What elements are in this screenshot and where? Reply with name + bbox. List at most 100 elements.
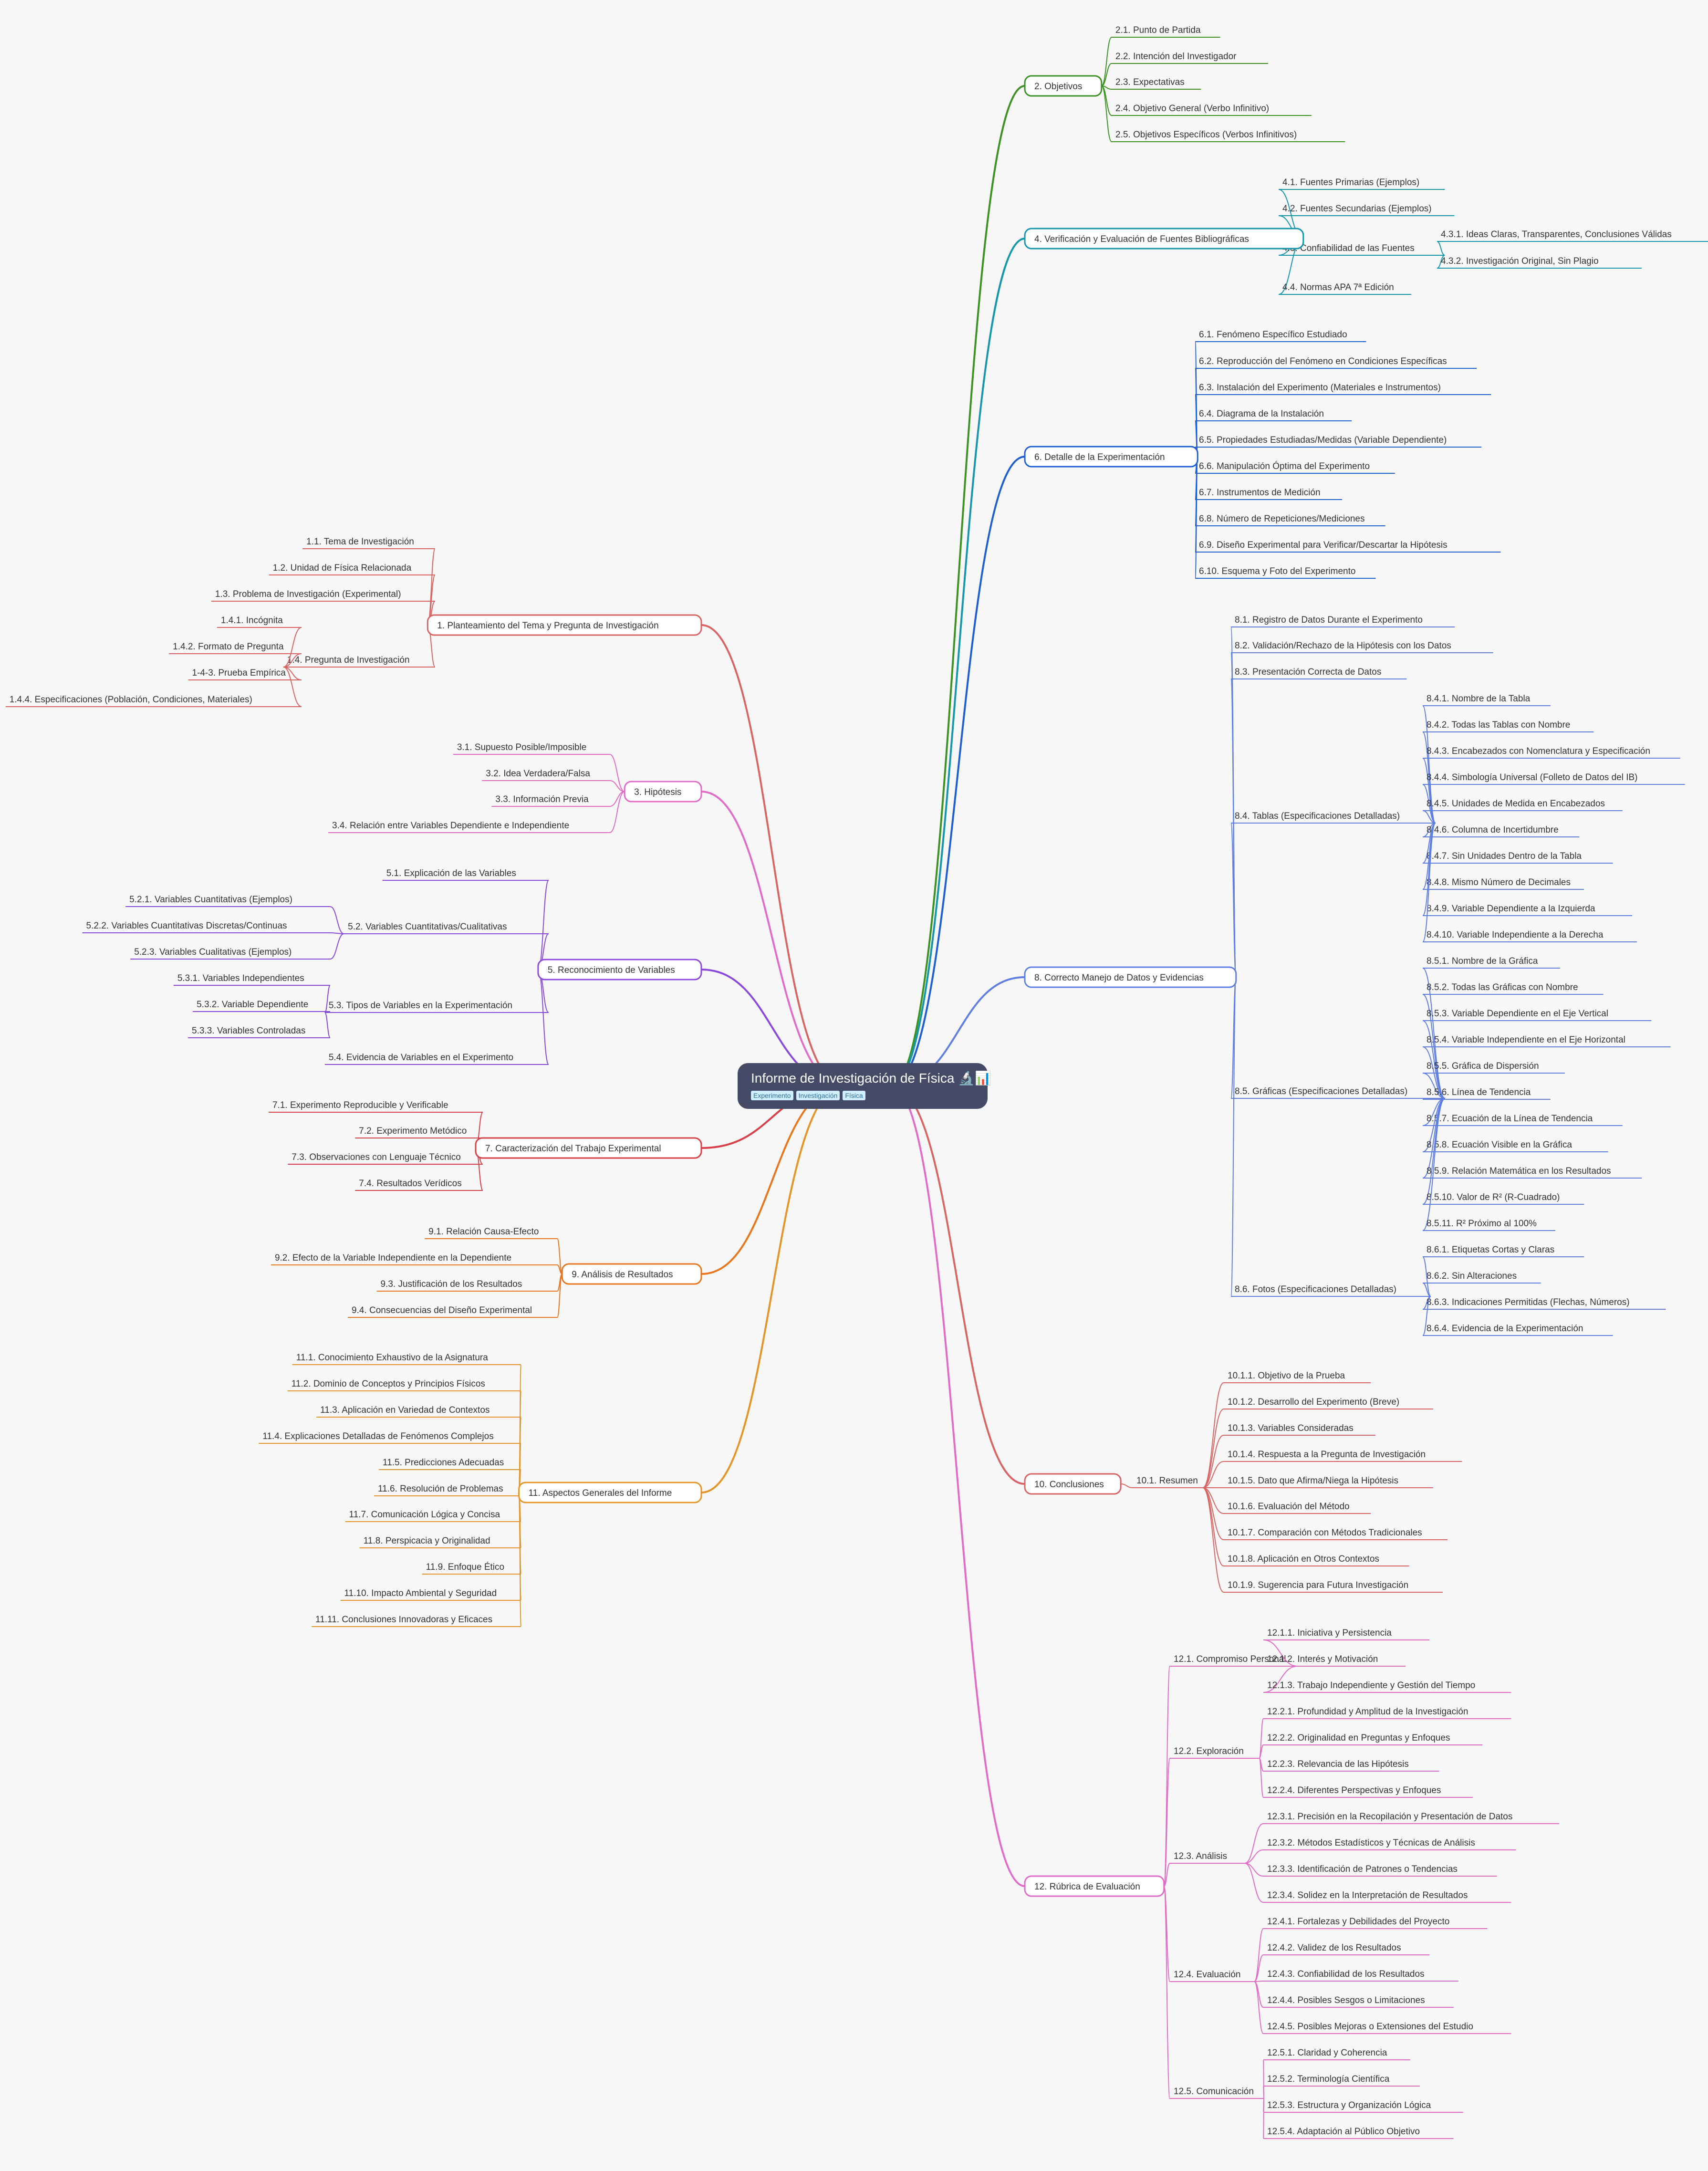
node-12-2-1-profundidad-y-amplitud-de-la-inve[interactable]: 12.2.1. Profundidad y Amplitud de la Inv… xyxy=(1263,1707,1511,1719)
node-12-2-exploracion[interactable]: 12.2. Exploración xyxy=(1170,1746,1260,1759)
node-8-5-3-variable-dependiente-en-el-eje-ver[interactable]: 8.5.3. Variable Dependiente en el Eje Ve… xyxy=(1423,1009,1652,1021)
node-3-1-supuesto-posible-imposible[interactable]: 3.1. Supuesto Posible/Imposible xyxy=(453,742,610,755)
node-7-2-experimento-metodico[interactable]: 7.2. Experimento Metódico xyxy=(355,1126,483,1138)
node-11-2-dominio-de-conceptos-y-principios-f[interactable]: 11.2. Dominio de Conceptos y Principios … xyxy=(287,1379,521,1391)
node-10-1-4-respuesta-a-la-pregunta-de-invest[interactable]: 10.1.4. Respuesta a la Pregunta de Inves… xyxy=(1224,1450,1462,1462)
node-10-1-1-objetivo-de-la-prueba[interactable]: 10.1.1. Objetivo de la Prueba xyxy=(1224,1371,1371,1383)
node-8-4-2-todas-las-tablas-con-nombre[interactable]: 8.4.2. Todas las Tablas con Nombre xyxy=(1423,720,1594,732)
node-12-5-4-adaptacion-al-publico-objetivo[interactable]: 12.5.4. Adaptación al Público Objetivo xyxy=(1263,2127,1454,2139)
node-6-10-esquema-y-foto-del-experimento[interactable]: 6.10. Esquema y Foto del Experimento xyxy=(1195,566,1376,579)
node-8-6-1-etiquetas-cortas-y-claras[interactable]: 8.6.1. Etiquetas Cortas y Claras xyxy=(1423,1245,1584,1257)
node-1-3-problema-de-investigacion-experiment[interactable]: 1.3. Problema de Investigación (Experime… xyxy=(211,589,435,602)
tag-experimento[interactable]: Experimento xyxy=(751,1091,793,1100)
node-10-1-resumen[interactable]: 10.1. Resumen xyxy=(1133,1476,1203,1488)
node-12-4-evaluacion[interactable]: 12.4. Evaluación xyxy=(1170,1970,1255,1982)
node-5-2-variables-cuantitativas-cualitativas[interactable]: 5.2. Variables Cuantitativas/Cualitativa… xyxy=(344,922,549,934)
node-12-3-1-precision-en-la-recopilacion-y-pr[interactable]: 12.3.1. Precisión en la Recopilación y P… xyxy=(1263,1812,1560,1824)
node-12-4-2-validez-de-los-resultados[interactable]: 12.4.2. Validez de los Resultados xyxy=(1263,1943,1430,1955)
branch-node-9-analisis-de-resultados[interactable]: 9. Análisis de Resultados xyxy=(561,1263,702,1285)
node-12-3-4-solidez-en-la-interpretacion-de-r[interactable]: 12.3.4. Solidez en la Interpretación de … xyxy=(1263,1890,1511,1903)
node-4-3-confiabilidad-de-las-fuentes[interactable]: 4.3. Confiabilidad de las Fuentes xyxy=(1279,243,1445,256)
node-5-3-tipos-de-variables-en-la-experimenta[interactable]: 5.3. Tipos de Variables en la Experiment… xyxy=(324,1001,549,1013)
node-10-1-9-sugerencia-para-futura-investigac[interactable]: 10.1.9. Sugerencia para Futura Investiga… xyxy=(1224,1580,1443,1593)
node-12-2-2-originalidad-en-preguntas-y-enfoq[interactable]: 12.2.2. Originalidad en Preguntas y Enfo… xyxy=(1263,1733,1483,1745)
node-8-4-7-sin-unidades-dentro-de-la-tabla[interactable]: 8.4.7. Sin Unidades Dentro de la Tabla xyxy=(1423,851,1613,864)
node-3-4-relacion-entre-variables-dependiente[interactable]: 3.4. Relación entre Variables Dependient… xyxy=(328,821,610,833)
node-8-4-1-nombre-de-la-tabla[interactable]: 8.4.1. Nombre de la Tabla xyxy=(1423,694,1551,706)
tag-fisica[interactable]: Física xyxy=(843,1091,865,1100)
node-6-9-diseno-experimental-para-verificar-d[interactable]: 6.9. Diseño Experimental para Verificar/… xyxy=(1195,540,1501,553)
node-2-5-objetivos-especificos-verbos-infinit[interactable]: 2.5. Objetivos Específicos (Verbos Infin… xyxy=(1112,130,1345,142)
node-8-4-4-simbologia-universal-folleto-de-da[interactable]: 8.4.4. Simbología Universal (Folleto de … xyxy=(1423,772,1685,785)
node-8-4-8-mismo-numero-de-decimales[interactable]: 8.4.8. Mismo Número de Decimales xyxy=(1423,877,1584,890)
node-4-3-2-investigacion-original-sin-plagio[interactable]: 4.3.2. Investigación Original, Sin Plagi… xyxy=(1437,256,1642,269)
node-3-3-informacion-previa[interactable]: 3.3. Información Previa xyxy=(491,794,610,807)
node-10-1-2-desarrollo-del-experimento-breve[interactable]: 10.1.2. Desarrollo del Experimento (Brev… xyxy=(1224,1397,1433,1409)
node-6-3-instalacion-del-experimento-material[interactable]: 6.3. Instalación del Experimento (Materi… xyxy=(1195,383,1491,395)
node-8-5-7-ecuacion-de-la-linea-de-tendencia[interactable]: 8.5.7. Ecuación de la Línea de Tendencia xyxy=(1423,1114,1623,1126)
node-8-5-8-ecuacion-visible-en-la-grafica[interactable]: 8.5.8. Ecuación Visible en la Gráfica xyxy=(1423,1140,1608,1152)
node-5-2-1-variables-cuantitativas-ejemplos[interactable]: 5.2.1. Variables Cuantitativas (Ejemplos… xyxy=(125,895,330,907)
node-8-4-6-columna-de-incertidumbre[interactable]: 8.4.6. Columna de Incertidumbre xyxy=(1423,825,1580,837)
node-5-2-2-variables-cuantitativas-discretas-[interactable]: 5.2.2. Variables Cuantitativas Discretas… xyxy=(82,921,331,933)
node-7-4-resultados-veridicos[interactable]: 7.4. Resultados Verídicos xyxy=(355,1179,483,1191)
node-12-1-2-interes-y-motivacion[interactable]: 12.1.2. Interés y Motivación xyxy=(1263,1654,1406,1667)
node-7-1-experimento-reproducible-y-verificab[interactable]: 7.1. Experimento Reproducible y Verifica… xyxy=(268,1100,483,1113)
node-12-4-1-fortalezas-y-debilidades-del-proy[interactable]: 12.4.1. Fortalezas y Debilidades del Pro… xyxy=(1263,1917,1488,1929)
node-4-2-fuentes-secundarias-ejemplos[interactable]: 4.2. Fuentes Secundarias (Ejemplos) xyxy=(1279,204,1455,216)
node-8-4-10-variable-independiente-a-la-derec[interactable]: 8.4.10. Variable Independiente a la Dere… xyxy=(1423,930,1637,942)
node-5-3-1-variables-independientes[interactable]: 5.3.1. Variables Independientes xyxy=(173,973,330,986)
node-6-5-propiedades-estudiadas-medidas-varia[interactable]: 6.5. Propiedades Estudiadas/Medidas (Var… xyxy=(1195,435,1482,448)
branch-node-8-correcto-manejo-de-datos-y-evidencias[interactable]: 8. Correcto Manejo de Datos y Evidencias xyxy=(1024,966,1237,988)
node-8-5-10-valor-de-r-r-cuadrado[interactable]: 8.5.10. Valor de R² (R-Cuadrado) xyxy=(1423,1192,1584,1205)
node-8-1-registro-de-datos-durante-el-experim[interactable]: 8.1. Registro de Datos Durante el Experi… xyxy=(1231,615,1455,627)
node-8-2-validacion-rechazo-de-la-hipotesis-c[interactable]: 8.2. Validación/Rechazo de la Hipótesis … xyxy=(1231,641,1493,653)
node-2-3-expectativas[interactable]: 2.3. Expectativas xyxy=(1112,77,1201,90)
node-6-7-instrumentos-de-medicion[interactable]: 6.7. Instrumentos de Medición xyxy=(1195,488,1343,500)
node-12-3-2-metodos-estadisticos-y-tecnicas-d[interactable]: 12.3.2. Métodos Estadísticos y Técnicas … xyxy=(1263,1838,1516,1850)
node-10-1-6-evaluacion-del-metodo[interactable]: 10.1.6. Evaluación del Método xyxy=(1224,1502,1371,1514)
node-5-1-explicacion-de-las-variables[interactable]: 5.1. Explicación de las Variables xyxy=(382,868,549,881)
branch-node-1-planteamiento-del-tema-y-pregunta-de-i[interactable]: 1. Planteamiento del Tema y Pregunta de … xyxy=(427,614,702,636)
node-11-9-enfoque-etico[interactable]: 11.9. Enfoque Ético xyxy=(422,1562,521,1575)
node-8-5-1-nombre-de-la-grafica[interactable]: 8.5.1. Nombre de la Gráfica xyxy=(1423,956,1560,969)
node-8-5-4-variable-independiente-en-el-eje-h[interactable]: 8.5.4. Variable Independiente en el Eje … xyxy=(1423,1035,1671,1047)
node-6-4-diagrama-de-la-instalacion[interactable]: 6.4. Diagrama de la Instalación xyxy=(1195,409,1352,421)
node-12-1-1-iniciativa-y-persistencia[interactable]: 12.1.1. Iniciativa y Persistencia xyxy=(1263,1628,1430,1640)
node-8-5-5-grafica-de-dispersion[interactable]: 8.5.5. Gráfica de Dispersión xyxy=(1423,1061,1565,1074)
node-10-1-5-dato-que-afirma-niega-la-hipotesi[interactable]: 10.1.5. Dato que Afirma/Niega la Hipótes… xyxy=(1224,1476,1433,1488)
node-8-6-2-sin-alteraciones[interactable]: 8.6.2. Sin Alteraciones xyxy=(1423,1271,1541,1284)
node-10-1-3-variables-consideradas[interactable]: 10.1.3. Variables Consideradas xyxy=(1224,1423,1376,1436)
branch-node-4-verificacion-y-evaluacion-de-fuentes-b[interactable]: 4. Verificación y Evaluación de Fuentes … xyxy=(1024,228,1304,250)
branch-node-6-detalle-de-la-experimentacion[interactable]: 6. Detalle de la Experimentación xyxy=(1024,446,1198,468)
node-1-4-4-especificaciones-poblacion-condici[interactable]: 1.4.4. Especificaciones (Población, Cond… xyxy=(5,695,302,707)
node-11-6-resolucion-de-problemas[interactable]: 11.6. Resolución de Problemas xyxy=(374,1484,521,1496)
node-8-4-5-unidades-de-medida-en-encabezados[interactable]: 8.4.5. Unidades de Medida en Encabezados xyxy=(1423,799,1623,811)
node-12-1-3-trabajo-independiente-y-gestion-d[interactable]: 12.1.3. Trabajo Independiente y Gestión … xyxy=(1263,1680,1511,1693)
tag-investigacion[interactable]: Investigación xyxy=(796,1091,840,1100)
branch-node-7-caracterizacion-del-trabajo-experiment[interactable]: 7. Caracterización del Trabajo Experimen… xyxy=(475,1137,702,1159)
node-5-3-3-variables-controladas[interactable]: 5.3.3. Variables Controladas xyxy=(188,1026,330,1038)
node-1-1-tema-de-investigacion[interactable]: 1.1. Tema de Investigación xyxy=(302,537,435,549)
node-11-10-impacto-ambiental-y-seguridad[interactable]: 11.10. Impacto Ambiental y Seguridad xyxy=(340,1588,521,1601)
node-5-3-2-variable-dependiente[interactable]: 5.3.2. Variable Dependiente xyxy=(193,1000,330,1012)
node-4-3-1-ideas-claras-transparentes-conclus[interactable]: 4.3.1. Ideas Claras, Transparentes, Conc… xyxy=(1437,230,1708,242)
node-10-1-7-comparacion-con-metodos-tradicion[interactable]: 10.1.7. Comparación con Métodos Tradicio… xyxy=(1224,1528,1448,1540)
node-11-5-predicciones-adecuadas[interactable]: 11.5. Predicciones Adecuadas xyxy=(379,1458,521,1470)
node-6-6-manipulacion-optima-del-experimento[interactable]: 6.6. Manipulación Óptima del Experimento xyxy=(1195,461,1395,474)
node-9-2-efecto-de-la-variable-independiente-[interactable]: 9.2. Efecto de la Variable Independiente… xyxy=(271,1253,557,1265)
node-8-4-3-encabezados-con-nomenclatura-y-esp[interactable]: 8.4.3. Encabezados con Nomenclatura y Es… xyxy=(1423,746,1680,759)
node-8-5-11-r-proximo-al-100[interactable]: 8.5.11. R² Próximo al 100% xyxy=(1423,1219,1555,1231)
node-6-8-numero-de-repeticiones-mediciones[interactable]: 6.8. Número de Repeticiones/Mediciones xyxy=(1195,514,1385,526)
node-8-3-presentacion-correcta-de-datos[interactable]: 8.3. Presentación Correcta de Datos xyxy=(1231,667,1407,679)
node-3-2-idea-verdadera-falsa[interactable]: 3.2. Idea Verdadera/Falsa xyxy=(482,769,610,781)
node-11-7-comunicacion-logica-y-concisa[interactable]: 11.7. Comunicación Lógica y Concisa xyxy=(345,1510,521,1522)
node-9-1-relacion-causa-efecto[interactable]: 9.1. Relación Causa-Efecto xyxy=(425,1227,557,1239)
node-4-1-fuentes-primarias-ejemplos[interactable]: 4.1. Fuentes Primarias (Ejemplos) xyxy=(1279,177,1445,190)
node-12-5-3-estructura-y-organizacion-logica[interactable]: 12.5.3. Estructura y Organización Lógica xyxy=(1263,2100,1463,2113)
node-12-5-1-claridad-y-coherencia[interactable]: 12.5.1. Claridad y Coherencia xyxy=(1263,2048,1411,2060)
node-12-2-4-diferentes-perspectivas-y-enfoque[interactable]: 12.2.4. Diferentes Perspectivas y Enfoqu… xyxy=(1263,1785,1473,1798)
node-1-4-2-formato-de-pregunta[interactable]: 1.4.2. Formato de Pregunta xyxy=(169,642,302,654)
node-12-4-3-confiabilidad-de-los-resultados[interactable]: 12.4.3. Confiabilidad de los Resultados xyxy=(1263,1969,1458,1982)
node-6-2-reproduccion-del-fenomeno-en-condici[interactable]: 6.2. Reproducción del Fenómeno en Condic… xyxy=(1195,356,1477,369)
